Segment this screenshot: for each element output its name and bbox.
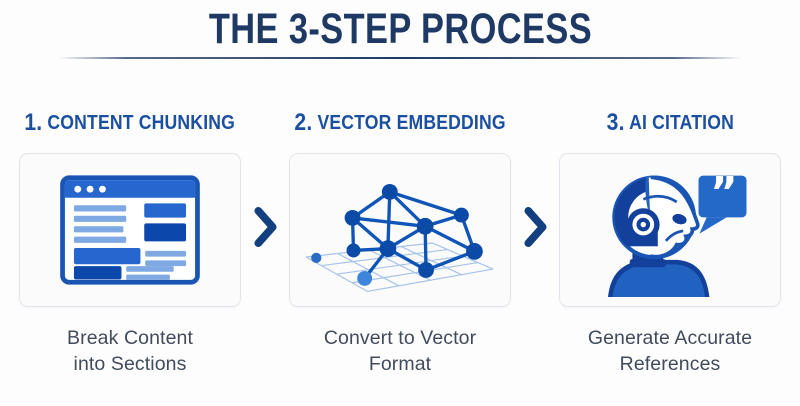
step-column-1: 1. CONTENT CHUNKING — [18, 109, 242, 377]
step-3-caption: Generate Accurate References — [587, 327, 753, 375]
step-2-card — [289, 153, 511, 308]
step-3-header: 3. AI CITATION — [598, 109, 743, 137]
step-1-card — [19, 153, 241, 308]
step-number: 3. — [606, 109, 625, 137]
ai-citation-robot-icon: ” — [607, 168, 747, 298]
step-1-caption: Break Content into Sections — [67, 327, 193, 375]
browser-chunking-icon — [60, 175, 200, 285]
step-title: CONTENT CHUNKING — [47, 112, 236, 135]
step-2-header: 2. VECTOR EMBEDDING — [280, 109, 520, 137]
quote-marks: ” — [710, 168, 737, 217]
title-divider — [58, 57, 742, 60]
step-2-caption: Convert to Vector Format — [323, 327, 477, 375]
step-3-card: ” — [559, 153, 781, 308]
step-title: VECTOR EMBEDDING — [317, 112, 506, 135]
step-1-header: 1. CONTENT CHUNKING — [10, 109, 249, 137]
step-number: 2. — [294, 109, 313, 137]
page-title: THE 3-STEP PROCESS — [208, 5, 592, 53]
step-column-2: 2. VECTOR EMBEDDING — [288, 109, 512, 377]
step-title: AI CITATION — [628, 112, 734, 135]
vector-network-icon — [305, 184, 494, 293]
chevron-right-icon — [521, 206, 549, 248]
steps-row: 1. CONTENT CHUNKING — [0, 109, 800, 377]
header: THE 3-STEP PROCESS — [0, 0, 800, 60]
step-column-3: 3. AI CITATION — [558, 109, 782, 377]
chevron-right-icon — [251, 206, 279, 248]
step-number: 1. — [24, 109, 43, 137]
